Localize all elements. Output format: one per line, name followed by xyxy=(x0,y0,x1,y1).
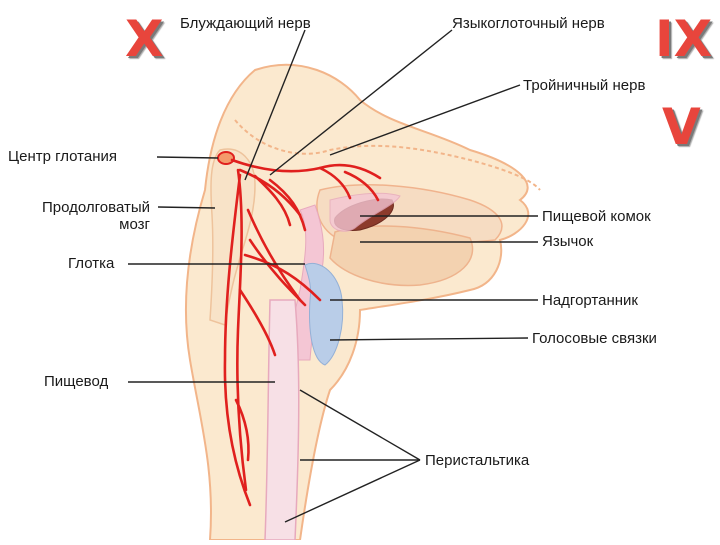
leader-vagus xyxy=(244,29,306,181)
label-epiglottis: Надгортанник xyxy=(542,292,638,309)
label-trigeminal-nerve: Тройничный нерв xyxy=(523,77,646,94)
leader-glossopharyngeal xyxy=(269,29,453,176)
skull-base-outline xyxy=(234,119,541,191)
leader-lines xyxy=(128,29,538,523)
numeral-trigeminal: V xyxy=(662,98,701,156)
leader-vocal-cords xyxy=(329,337,529,341)
tongue xyxy=(329,225,474,287)
uvula-shape xyxy=(329,192,401,232)
numeral-vagus: X xyxy=(125,10,164,68)
esophagus-shape xyxy=(264,299,300,541)
numeral-glossopharyngeal: IX xyxy=(655,10,713,68)
pharynx-shape xyxy=(291,204,325,361)
leader-swallowing-center xyxy=(156,156,219,159)
label-peristalsis: Перистальтика xyxy=(425,452,530,469)
leader-medulla xyxy=(157,206,216,209)
label-medulla-line2: мозг xyxy=(119,216,150,233)
label-vocal-cords: Голосовые связки xyxy=(532,330,657,347)
leader-peristalsis-top xyxy=(299,389,421,461)
label-food-bolus: Пищевой комок xyxy=(542,208,651,225)
label-medulla: Продолговатый мозг xyxy=(8,199,150,233)
label-uvula: Язычок xyxy=(542,233,594,250)
label-pharynx: Глотка xyxy=(68,255,115,272)
label-esophagus: Пищевод xyxy=(44,373,109,390)
label-vagus-nerve: Блуждающий нерв xyxy=(180,15,311,32)
leader-trigeminal xyxy=(329,84,521,156)
nerves xyxy=(217,151,382,507)
leader-peristalsis-bottom xyxy=(284,459,421,523)
label-swallowing-center: Центр глотания xyxy=(8,148,118,165)
label-glossopharyngeal-nerve: Языкоглоточный нерв xyxy=(452,15,605,32)
label-medulla-line1: Продолговатый xyxy=(42,199,150,216)
